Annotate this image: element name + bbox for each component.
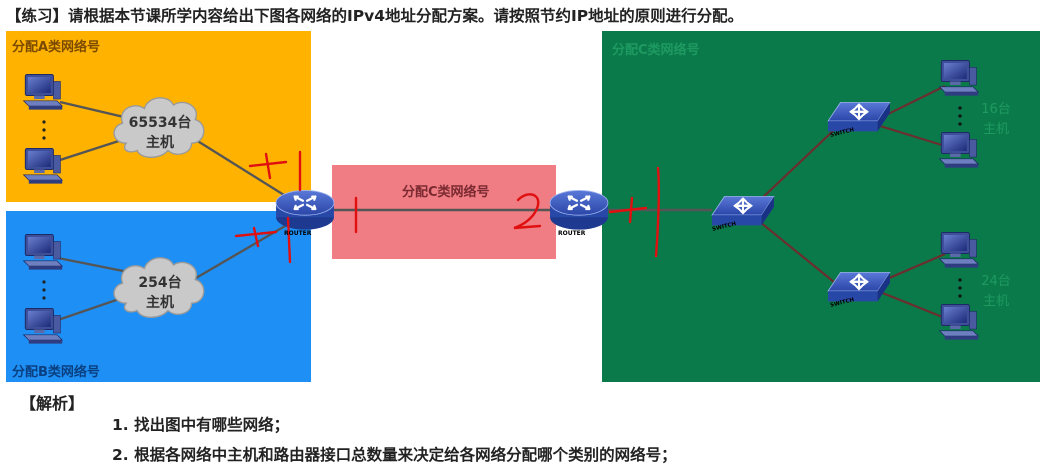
- link-switch-switch-top: [759, 129, 835, 201]
- pc-bottom-ellipsis: [958, 278, 962, 298]
- network-diagram: [23, 59, 979, 345]
- link-switch-pc-t2: [879, 124, 946, 148]
- pc-a2-icon: [23, 147, 63, 185]
- pc-t2-icon: [939, 131, 979, 169]
- link-pc-b1-cloud: [57, 256, 129, 274]
- analysis-heading: 【解析】: [20, 394, 85, 413]
- cloud-a-count: 65534台: [128, 115, 192, 131]
- pc-t1-icon: [939, 59, 979, 97]
- analysis-step-2: 2. 根据各网络中主机和路由器接口总数量来决定给各网络分配哪个类别的网络号；: [112, 446, 677, 464]
- analysis-step-1: 1. 找出图中有哪些网络；: [112, 416, 290, 434]
- region-c-mid-label: 分配C类网络号: [402, 185, 490, 200]
- link-pc-a2-cloud: [59, 136, 129, 162]
- pc-b1r-icon: [939, 231, 979, 269]
- hosts-bottom-unit: 主机: [982, 294, 1009, 309]
- pc-b-ellipsis: [42, 280, 46, 300]
- pc-a1-icon: [23, 73, 63, 111]
- router-left-icon: [274, 189, 336, 231]
- hosts-bottom-count: 24台: [981, 274, 1011, 289]
- pc-top-ellipsis: [958, 106, 962, 126]
- pc-a-ellipsis: [42, 120, 46, 140]
- pc-b2-icon: [23, 307, 63, 345]
- hosts-top-count: 16台: [981, 102, 1011, 117]
- router-right-icon: [548, 189, 610, 231]
- link-switch-pc-b1: [879, 252, 946, 284]
- cloud-b-unit: 主机: [146, 295, 174, 311]
- router-right-label: ROUTER: [558, 230, 586, 237]
- link-switch-switch-bottom: [759, 221, 835, 283]
- switch-core-icon: [711, 195, 775, 227]
- router-left-label: ROUTER: [284, 230, 312, 237]
- cloud-b-count: 254台: [138, 275, 182, 291]
- red-annotations: [234, 150, 661, 264]
- region-a-label: 分配A类网络号: [12, 40, 101, 55]
- link-cloud-a-router: [195, 138, 293, 202]
- region-b-label: 分配B类网络号: [12, 365, 100, 380]
- region-c-right-label: 分配C类网络号: [612, 43, 700, 58]
- link-cloud-b-router: [195, 220, 293, 280]
- link-switch-pc-t1: [879, 85, 946, 119]
- link-switch-pc-b2: [879, 290, 946, 320]
- pc-b1-icon: [23, 233, 63, 271]
- page-title: 【练习】请根据本节课所学内容给出下图各网络的IPv4地址分配方案。请按照节约IP…: [6, 7, 744, 25]
- hosts-top-unit: 主机: [982, 122, 1009, 137]
- cloud-a-unit: 主机: [146, 135, 174, 151]
- switch-bottom-icon: [827, 271, 891, 303]
- link-pc-a1-cloud: [59, 100, 129, 120]
- region-c-mid: [332, 165, 556, 259]
- pc-b2r-icon: [939, 303, 979, 341]
